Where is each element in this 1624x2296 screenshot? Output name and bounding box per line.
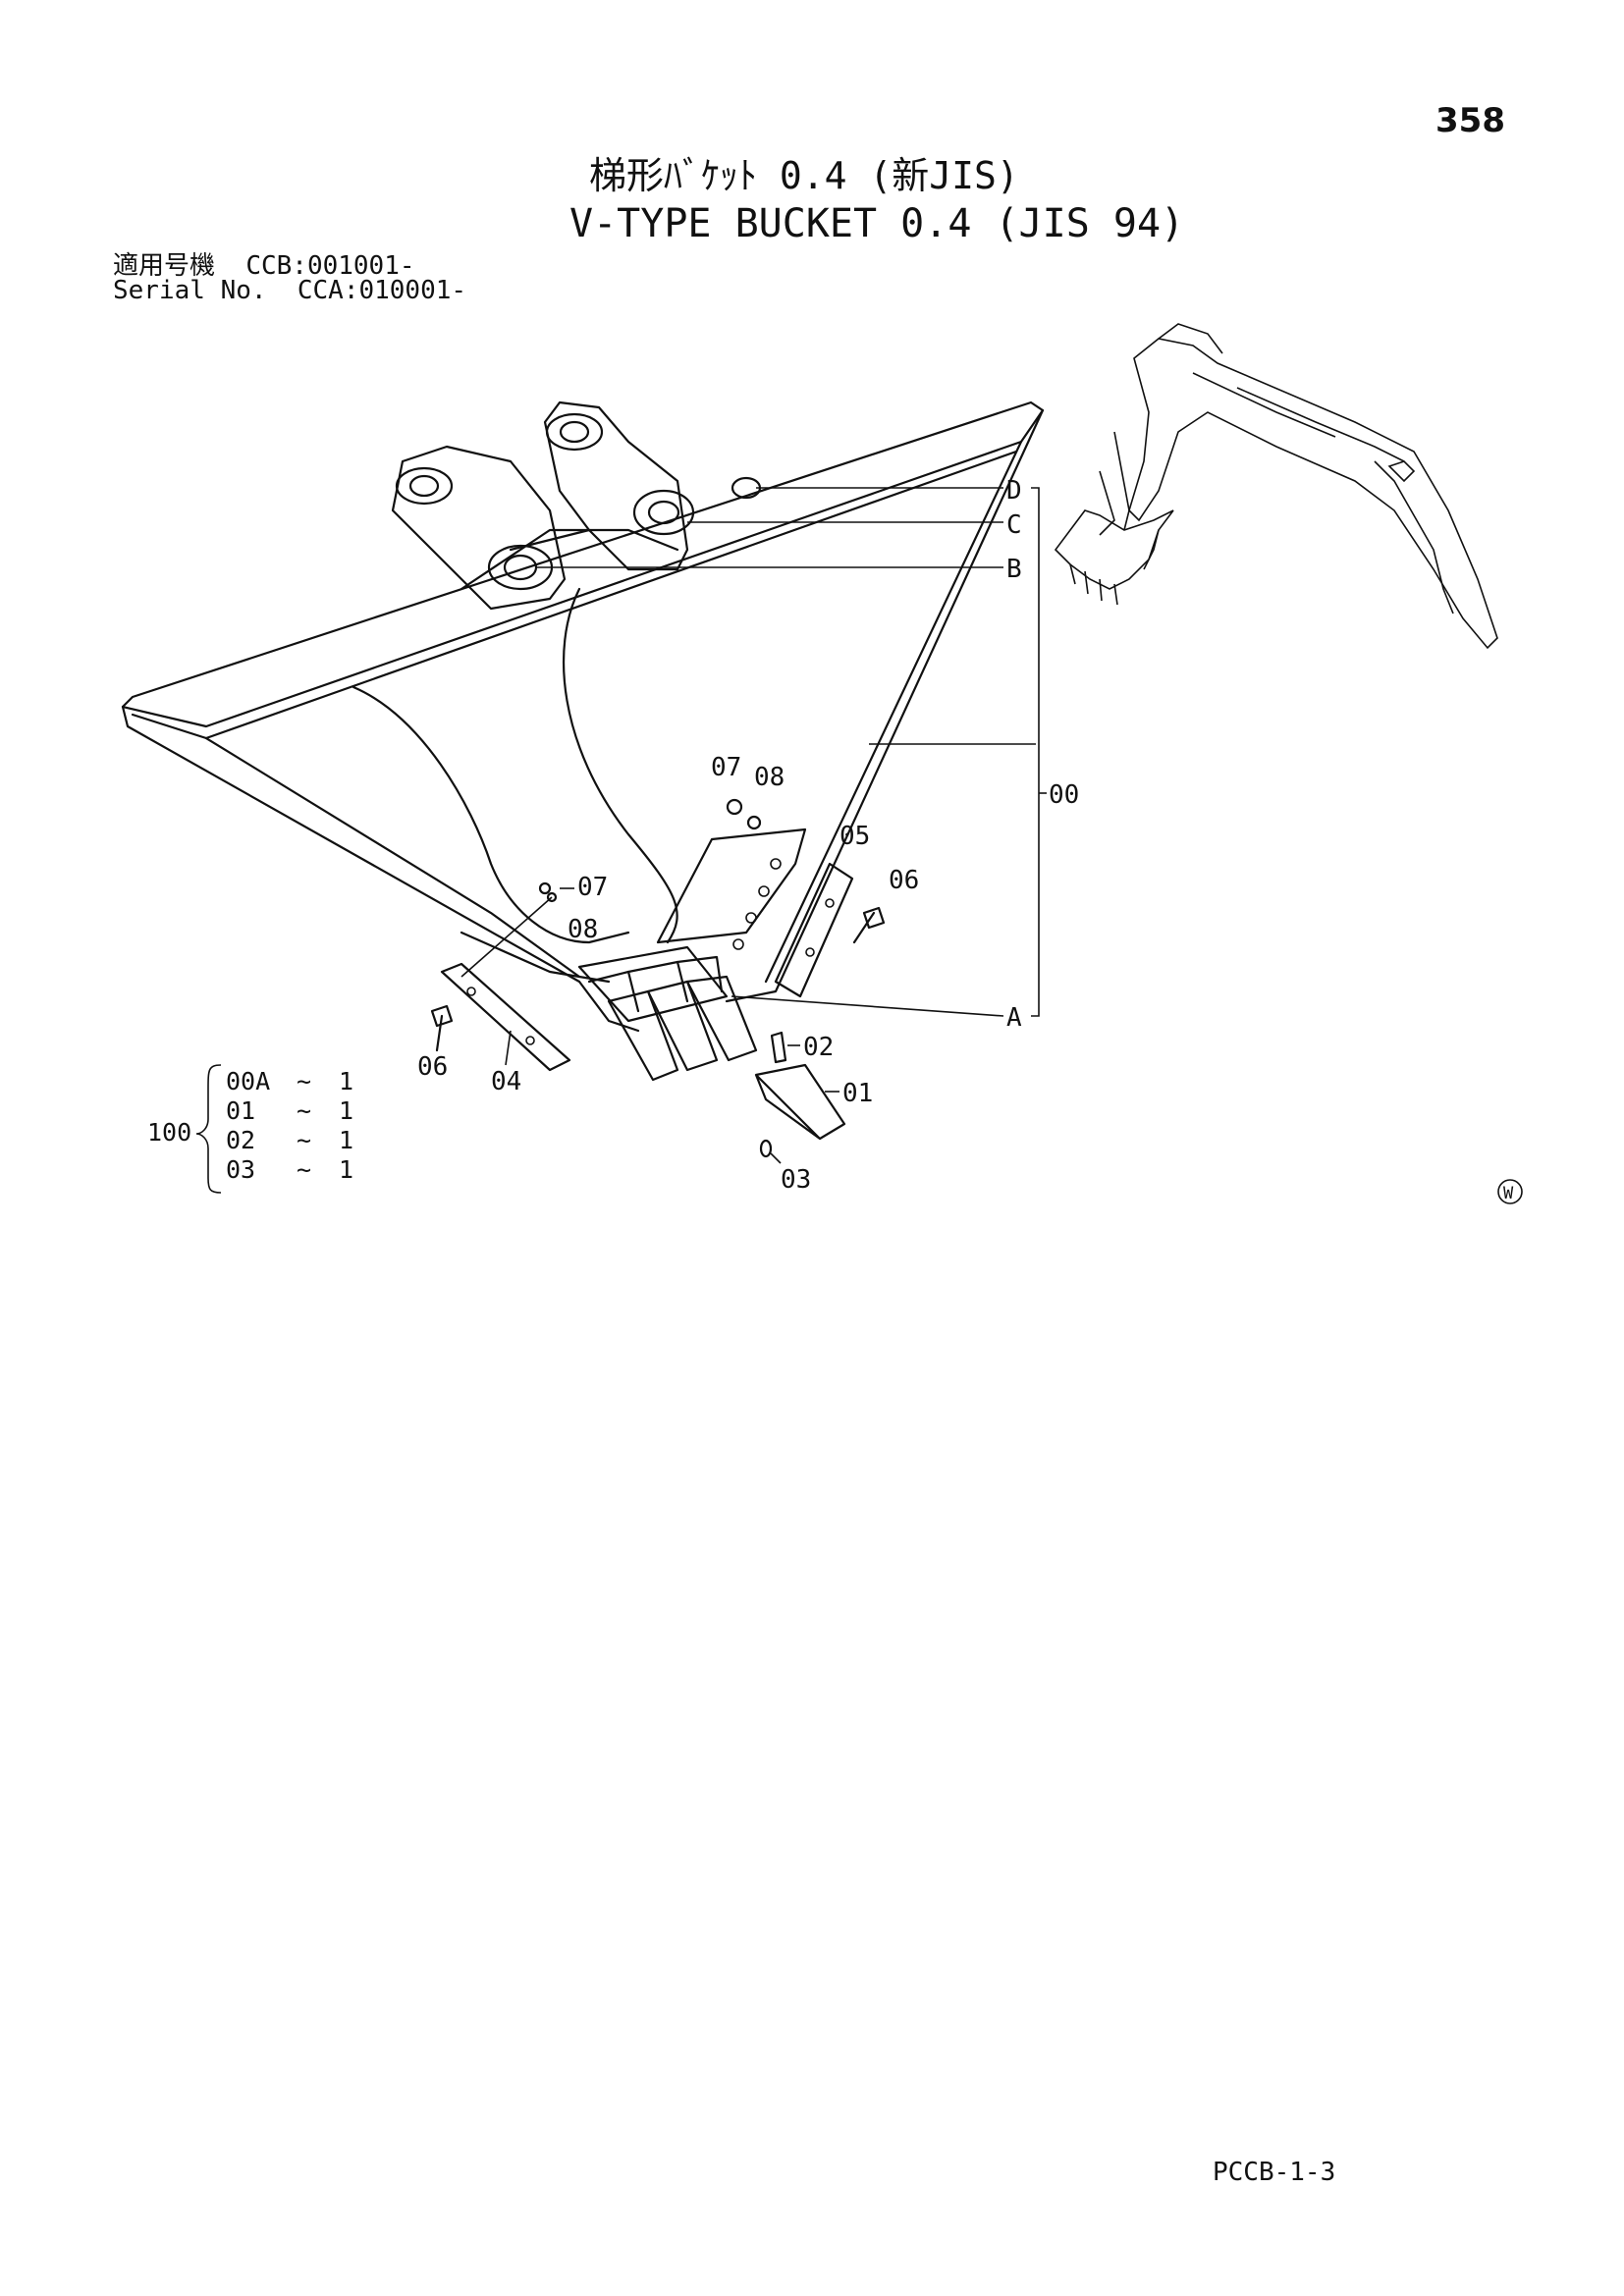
kit-item-code: 01	[226, 1096, 255, 1125]
page-number: 358	[1435, 101, 1505, 140]
washer-08-lower	[546, 891, 558, 903]
kit-item-sep: ~	[297, 1067, 311, 1095]
kit-item-code: 02	[226, 1126, 255, 1154]
leader-lines	[460, 487, 1047, 1164]
side-cutter-04	[440, 962, 571, 1072]
callout-04: 04	[491, 1067, 521, 1096]
kit-item-sep: ~	[297, 1096, 311, 1125]
callout-B: B	[1006, 555, 1022, 584]
kit-item-qty: 1	[339, 1096, 353, 1125]
callout-08-lower: 08	[568, 915, 598, 944]
serial-label-ja: 適用号機	[113, 251, 216, 281]
callout-05: 05	[839, 822, 870, 851]
bolt-06-right	[852, 906, 886, 944]
title-english: V-TYPE BUCKET 0.4 (JIS 94)	[569, 201, 1185, 246]
bucket-body	[121, 400, 1045, 1033]
serial-value-ja: CCB:001001-	[245, 251, 415, 281]
callout-C: C	[1006, 510, 1022, 540]
bucket-teeth	[607, 975, 758, 1082]
nut-07-upper	[726, 798, 743, 816]
kit-item-qty: 1	[339, 1126, 353, 1154]
callout-A: A	[1006, 1003, 1022, 1033]
serial-value-en: CCA:010001-	[297, 276, 467, 305]
callout-06-left: 06	[417, 1052, 448, 1082]
washer-08-upper	[746, 815, 762, 830]
excavator-arm-thumbnail	[1054, 323, 1498, 650]
serial-label-en: Serial No.	[113, 276, 267, 305]
serial-row-japanese: 適用号機 CCB:001001-	[113, 253, 415, 279]
kit-item-code: 03	[226, 1155, 255, 1184]
callout-06-right: 06	[889, 866, 919, 895]
callout-01: 01	[842, 1079, 873, 1108]
callout-00: 00	[1049, 780, 1079, 810]
callout-08-upper: 08	[754, 763, 785, 792]
bolt-06-left	[430, 1004, 454, 1052]
w-mark: W	[1497, 1179, 1523, 1204]
callout-07-upper: 07	[711, 753, 741, 782]
kit-number: 100	[147, 1118, 191, 1147]
kit-item-sep: ~	[297, 1126, 311, 1154]
kit-item-sep: ~	[297, 1155, 311, 1184]
serial-row-english: Serial No. CCA:010001-	[113, 278, 466, 303]
callout-02: 02	[803, 1033, 834, 1062]
callout-07-lower: 07	[577, 873, 608, 902]
kit-item-qty: 1	[339, 1155, 353, 1184]
lock-03	[759, 1139, 773, 1158]
kit-item-qty: 1	[339, 1067, 353, 1095]
title-japanese: 梯形ﾊﾞｹｯﾄ 0.4 (新JIS)	[589, 154, 1019, 197]
side-cutter-05	[774, 862, 854, 998]
callout-D: D	[1006, 476, 1022, 506]
kit-table: 100 00A ~ 1 01 ~ 1 02 ~ 1 03 ~ 1	[147, 1064, 353, 1194]
pin-02	[770, 1031, 787, 1064]
tooth-01	[754, 1063, 846, 1141]
nut-07-lower	[538, 881, 552, 895]
callout-03: 03	[781, 1165, 811, 1195]
document-code: PCCB-1-3	[1213, 2158, 1336, 2187]
w-mark-letter: W	[1503, 1184, 1514, 1203]
kit-item-code: 00A	[226, 1067, 270, 1095]
callout-labels: D C B A 00 07 08 05 06 07 08 06 04 02 01…	[417, 476, 1079, 1195]
